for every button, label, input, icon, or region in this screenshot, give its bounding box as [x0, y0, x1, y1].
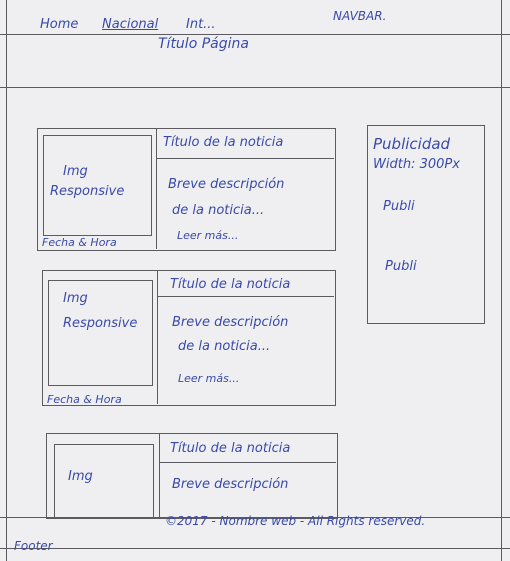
news-title[interactable]: Título de la noticia [170, 441, 291, 456]
news-description: Breve descripción [172, 477, 289, 492]
image-label: Responsive [63, 316, 138, 331]
page-title: Título Página [158, 36, 249, 52]
footer-bottom-line [0, 548, 510, 549]
navbar-bottom-line [0, 34, 510, 35]
news-card [46, 433, 338, 519]
card-divider [157, 270, 158, 404]
navbar-label: NAVBAR. [333, 9, 387, 23]
news-title[interactable]: Título de la noticia [163, 135, 284, 150]
image-label: Img [68, 469, 93, 484]
image-placeholder [48, 280, 153, 386]
image-placeholder [54, 444, 154, 518]
card-divider [156, 128, 157, 249]
news-title[interactable]: Título de la noticia [170, 277, 291, 292]
read-more-link[interactable]: Leer más... [177, 229, 239, 242]
date-label: Fecha & Hora [42, 236, 117, 249]
ad-sidebar [367, 125, 485, 324]
card-title-divider [159, 462, 336, 463]
footer-top-line [0, 517, 510, 518]
image-placeholder [43, 135, 152, 236]
ad-width-note: Width: 300Px [373, 157, 460, 172]
card-divider [159, 433, 160, 517]
read-more-link[interactable]: Leer más... [178, 372, 240, 385]
footer-copyright: ©2017 - Nombre web - All Rights reserved… [165, 514, 426, 528]
nav-nacional[interactable]: Nacional [102, 17, 159, 32]
news-card [42, 270, 336, 406]
image-label: Img [63, 164, 88, 179]
image-label: Img [63, 291, 88, 306]
image-label: Responsive [50, 184, 125, 199]
ad-slot[interactable]: Publi [385, 259, 417, 274]
news-card [37, 128, 336, 251]
right-border [501, 0, 502, 561]
header-bottom-line [0, 87, 510, 88]
nav-internacional[interactable]: Int... [186, 17, 216, 32]
footer-label: Footer [14, 539, 53, 553]
ad-title: Publicidad [373, 135, 451, 153]
news-description: de la noticia... [178, 339, 271, 354]
news-description: de la noticia... [172, 203, 265, 218]
ad-slot[interactable]: Publi [383, 199, 415, 214]
news-description: Breve descripción [172, 315, 289, 330]
card-title-divider [157, 296, 334, 297]
nav-home[interactable]: Home [40, 17, 79, 32]
card-title-divider [156, 158, 334, 159]
left-border [6, 0, 7, 561]
news-description: Breve descripción [168, 177, 285, 192]
date-label: Fecha & Hora [47, 393, 122, 406]
